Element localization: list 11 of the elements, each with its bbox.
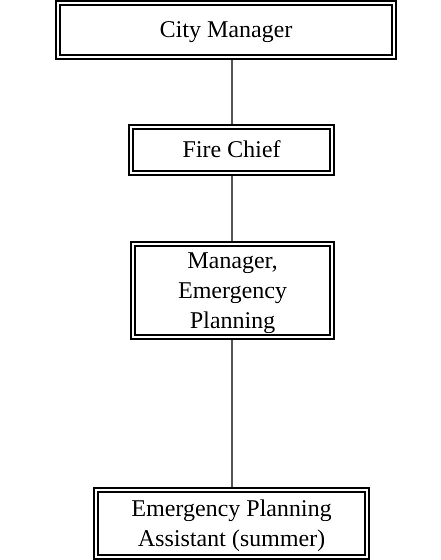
org-box (130, 241, 335, 340)
org-box (55, 0, 397, 60)
role-title: Manager, Emergency Planning (177, 246, 288, 336)
connector-line (231, 176, 233, 241)
role-title: City Manager (160, 16, 292, 45)
connector-line (231, 60, 233, 124)
org-box (93, 487, 370, 560)
connector-line (231, 340, 233, 487)
role-title: Emergency Planning Assistant (summer) (130, 494, 333, 554)
org-box (128, 124, 335, 176)
role-title: Fire Chief (182, 136, 280, 165)
